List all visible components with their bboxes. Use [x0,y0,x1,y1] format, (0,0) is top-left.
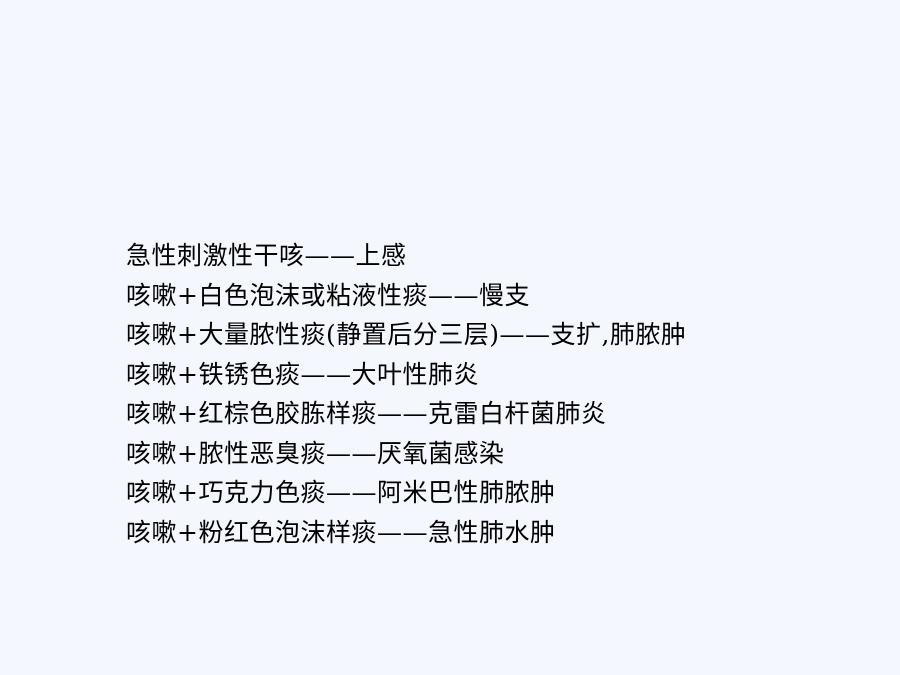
list-item-pink-foamy-sputum: 咳嗽+粉红色泡沫样痰——急性肺水肿 [126,517,556,547]
list-item-chocolate-sputum: 咳嗽+巧克力色痰——阿米巴性肺脓肿 [126,478,556,507]
sputum-characteristics-list: 急性刺激性干咳——上感 咳嗽+白色泡沫或粘液性痰——慢支 咳嗽+大量脓性痰(静置… [126,236,846,552]
list-item-dry-cough: 急性刺激性干咳——上感 [126,241,407,270]
list-item-red-brown-jelly-sputum: 咳嗽+红棕色胶胨样痰——克雷白杆菌肺炎 [126,399,607,428]
list-item-white-foamy-sputum: 咳嗽+白色泡沫或粘液性痰——慢支 [126,280,530,310]
list-item-rusty-sputum: 咳嗽+铁锈色痰——大叶性肺炎 [126,359,479,389]
list-item-purulent-sputum: 咳嗽+大量脓性痰(静置后分三层)——支扩,肺脓肿 [126,320,687,349]
list-item-foul-purulent-sputum: 咳嗽+脓性恶臭痰——厌氧菌感染 [126,438,505,468]
